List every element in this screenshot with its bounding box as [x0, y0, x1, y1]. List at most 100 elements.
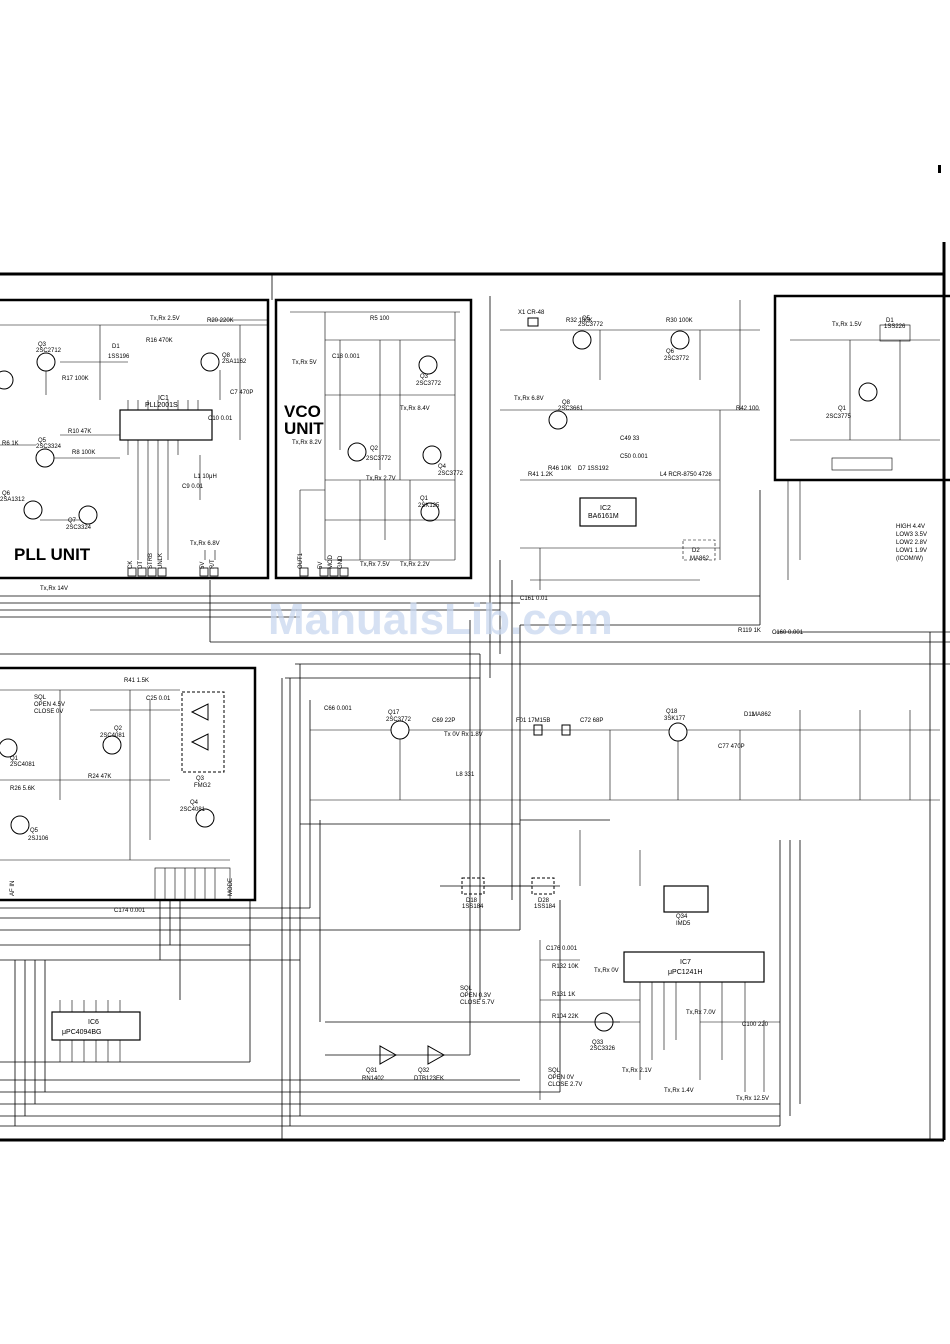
svg-text:1SS184: 1SS184: [534, 904, 556, 910]
svg-text:Q31: Q31: [366, 1068, 378, 1074]
svg-text:R41 1.2K: R41 1.2K: [528, 472, 553, 478]
svg-text:Q1: Q1: [838, 406, 847, 412]
svg-text:IC6: IC6: [88, 1019, 99, 1026]
svg-text:C66 0.001: C66 0.001: [324, 706, 352, 712]
svg-text:Tx,Rx 12.5V: Tx,Rx 12.5V: [736, 1096, 769, 1102]
pll-parts: R20 220K R10 47K R8 100K R17 100K R16 47…: [2, 316, 253, 592]
svg-text:C100 220: C100 220: [742, 1022, 769, 1028]
svg-text:Q1: Q1: [10, 756, 19, 762]
svg-text:2SC2712: 2SC2712: [36, 348, 62, 354]
svg-text:Tx,Rx 8.4V: Tx,Rx 8.4V: [400, 406, 430, 412]
q31-q32-labels: Q31 RN1402 Q32 DTB123EK SQL OPEN 0.3V CL…: [362, 986, 494, 1082]
svg-text:Q3: Q3: [38, 342, 47, 348]
svg-text:C50 0.001: C50 0.001: [620, 454, 648, 460]
svg-text:μPC1241H: μPC1241H: [668, 969, 702, 976]
svg-text:Q17: Q17: [388, 710, 400, 716]
frame-borders: [0, 165, 946, 1142]
svg-text:PLL2001S: PLL2001S: [145, 402, 178, 409]
svg-text:RN1402: RN1402: [362, 1076, 385, 1082]
svg-text:Q2: Q2: [114, 726, 123, 732]
svg-text:Q6: Q6: [666, 349, 675, 355]
svg-text:C176 0.001: C176 0.001: [546, 946, 578, 952]
svg-text:R30 100K: R30 100K: [666, 318, 693, 324]
svg-text:FMG2: FMG2: [194, 783, 211, 789]
pll-ic1: IC1 PLL2001S: [119, 395, 213, 455]
svg-text:Q3: Q3: [420, 374, 429, 380]
mid-top-section: Q5 2SC3772 Q6 2SC3772 Q8 2SC3661 IC2 BA6…: [500, 300, 804, 636]
watermark: ManualsLib.com: [268, 595, 613, 644]
svg-text:UNLK: UNLK: [158, 553, 164, 569]
svg-text:Q5: Q5: [38, 438, 47, 444]
svg-text:2SC3772: 2SC3772: [416, 381, 442, 387]
lo-unit: [0, 666, 257, 902]
svg-text:Q5: Q5: [30, 828, 39, 834]
svg-text:Tx,Rx 8.2V: Tx,Rx 8.2V: [292, 440, 322, 446]
svg-text:L4 RCR-8750 4726: L4 RCR-8750 4726: [660, 472, 712, 478]
svg-text:Tx,Rx 1.4V: Tx,Rx 1.4V: [664, 1088, 694, 1094]
svg-text:2SA1162: 2SA1162: [222, 359, 247, 365]
svg-text:C18 0.001: C18 0.001: [332, 354, 360, 360]
vco-labels: Q2 2SC3772 Q3 2SC3772 Q4 2SC3772 Q1 2SK1…: [292, 316, 464, 568]
svg-text:Q2: Q2: [370, 446, 379, 452]
svg-text:OPEN 4.5V: OPEN 4.5V: [34, 702, 65, 708]
svg-text:IMD5: IMD5: [676, 921, 691, 927]
svg-text:2SC3326: 2SC3326: [590, 1046, 616, 1052]
svg-text:(ICOM/W): (ICOM/W): [896, 556, 923, 562]
svg-text:Tx,Rx 14V: Tx,Rx 14V: [40, 586, 68, 592]
bus-wires: [0, 490, 950, 1127]
pll-unit-label: PLL UNIT: [14, 545, 91, 564]
svg-text:C77 470P: C77 470P: [718, 744, 745, 750]
svg-text:AF IN: AF IN: [10, 881, 16, 896]
svg-text:Q4: Q4: [438, 464, 447, 470]
svg-text:R41 1.5K: R41 1.5K: [124, 678, 149, 684]
pll-transistors: [0, 352, 220, 525]
svg-text:CLOSE 5.7V: CLOSE 5.7V: [460, 1000, 494, 1006]
svg-text:Q4: Q4: [190, 800, 199, 806]
svg-text:Q7: Q7: [68, 518, 77, 524]
svg-text:LOW1 1.9V: LOW1 1.9V: [896, 548, 927, 554]
rf-unit: [773, 294, 950, 482]
svg-text:Tx,Rx 1.5V: Tx,Rx 1.5V: [832, 322, 862, 328]
svg-text:Tx,Rx 2.7V: Tx,Rx 2.7V: [366, 476, 396, 482]
mid-low-section: Q17 2SC3772 Q18 3SK177 Q34 IMD5 D18 1SS1…: [310, 706, 940, 927]
svg-text:Q34: Q34: [676, 914, 688, 920]
svg-text:C69 22P: C69 22P: [432, 718, 455, 724]
svg-text:Tx 0V Rx 1.8V: Tx 0V Rx 1.8V: [444, 732, 483, 738]
svg-text:R16 470K: R16 470K: [146, 338, 173, 344]
svg-text:C10 0.01: C10 0.01: [208, 416, 233, 422]
svg-text:STRB: STRB: [148, 553, 154, 569]
svg-text:SQL: SQL: [34, 695, 47, 701]
svg-text:DTB123EK: DTB123EK: [414, 1076, 444, 1082]
svg-text:D2: D2: [692, 548, 700, 554]
svg-text:C72 68P: C72 68P: [580, 718, 603, 724]
ic7-block: IC7 μPC1241H Q33 2SC3326 C176 0.001 R132…: [539, 940, 780, 1102]
pll-unit: PLL UNIT: [0, 298, 270, 580]
svg-text:R24 47K: R24 47K: [88, 774, 111, 780]
svg-text:R46 10K: R46 10K: [548, 466, 571, 472]
svg-text:Tx,Rx 0V: Tx,Rx 0V: [594, 968, 619, 974]
svg-text:OUT1: OUT1: [298, 552, 304, 569]
rf-section: Q1 2SC3775 D1 1SS226 Tx,Rx 1.5V HIGH 4.4…: [787, 318, 940, 580]
svg-text:MOD: MOD: [328, 554, 334, 569]
svg-text:2SK125: 2SK125: [418, 503, 440, 509]
svg-text:C7 470P: C7 470P: [230, 390, 253, 396]
svg-text:2SA1312: 2SA1312: [0, 497, 25, 503]
svg-text:1SS196: 1SS196: [108, 354, 130, 360]
svg-text:2SC3775: 2SC3775: [826, 414, 852, 420]
svg-text:IC1: IC1: [158, 395, 169, 402]
svg-text:MA862: MA862: [690, 556, 710, 562]
pll-transistor-labels: Q3 2SC2712 Q5 2SC3324 Q6 2SA1312 Q7 2SC3…: [0, 342, 247, 531]
svg-text:D11: D11: [744, 712, 755, 718]
ic6-block: IC6 μPC4094BG: [51, 1000, 141, 1062]
svg-text:Q8: Q8: [222, 353, 231, 359]
svg-text:D1: D1: [112, 344, 120, 350]
svg-text:CK: CK: [128, 561, 134, 569]
svg-text:Q1: Q1: [420, 496, 429, 502]
svg-text:Tx,Rx 6.8V: Tx,Rx 6.8V: [514, 396, 544, 402]
svg-text:MODE: MODE: [228, 878, 234, 896]
svg-text:Tx,Rx 2.5V: Tx,Rx 2.5V: [150, 316, 180, 322]
svg-text:Q32: Q32: [418, 1068, 430, 1074]
svg-text:2SC4081: 2SC4081: [10, 762, 36, 768]
svg-text:L8 331: L8 331: [456, 772, 475, 778]
